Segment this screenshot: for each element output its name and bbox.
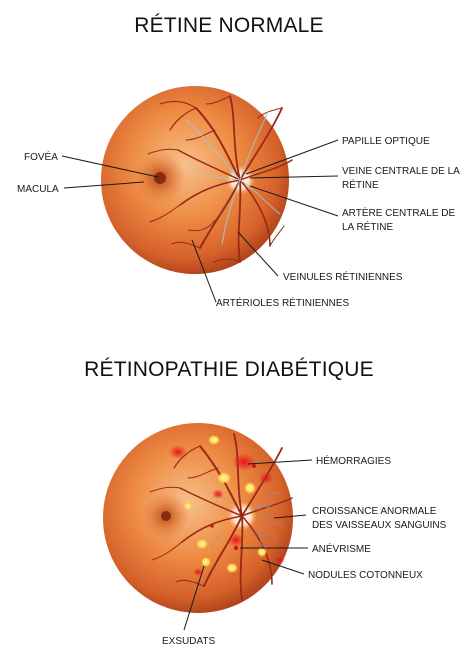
diabetic-fovea-spot: [161, 511, 171, 521]
label-arterioles-retiniennes: ARTÉRIOLES RÉTINIENNES: [216, 296, 350, 309]
label-veine-centrale-line2: RÉTINE: [342, 178, 379, 191]
label-anevrisme: ANÉVRISME: [312, 542, 371, 555]
label-hemorragies: HÉMORRAGIES: [316, 454, 391, 467]
hemorrhages: [169, 445, 285, 576]
label-artere-centrale-line2: LA RÉTINE: [342, 220, 393, 233]
label-veine-centrale-line1: VEINE CENTRALE DE LA: [342, 166, 460, 177]
exudates: [184, 435, 267, 573]
label-veinules-retiniennes: VEINULES RÉTINIENNES: [283, 270, 403, 283]
label-fovea: FOVÉA: [24, 150, 58, 163]
label-exsudats: EXSUDATS: [162, 636, 215, 647]
title-diabetic-retinopathy: RÉTINOPATHIE DIABÉTIQUE: [84, 358, 374, 381]
title-normal-retina: RÉTINE NORMALE: [134, 14, 324, 37]
label-croissance-line1: CROISSANCE ANORMALE: [312, 506, 437, 517]
microaneurysms: [210, 464, 256, 551]
normal-vessels: [147, 95, 293, 263]
label-macula: MACULA: [17, 184, 59, 195]
normal-leader-lines: [61, 139, 339, 303]
diabetic-retina-figure: HÉMORRAGIES CROISSANCE ANORMALE DES VAIS…: [103, 423, 447, 647]
label-papille-optique: PAPILLE OPTIQUE: [342, 136, 430, 147]
normal-retina-disc: [101, 86, 289, 274]
label-croissance-line2: DES VAISSEAUX SANGUINS: [312, 520, 447, 531]
label-artere-centrale-line1: ARTÈRE CENTRALE DE: [342, 206, 456, 219]
fovea-spot: [154, 172, 166, 184]
diabetic-leader-lines: [183, 459, 313, 631]
normal-retina-figure: FOVÉA MACULA PAPILLE OPTIQUE VEINE CENTR…: [17, 86, 460, 309]
normal-veins: [185, 111, 281, 245]
label-nodules-cotonneux: NODULES COTONNEUX: [308, 570, 423, 581]
